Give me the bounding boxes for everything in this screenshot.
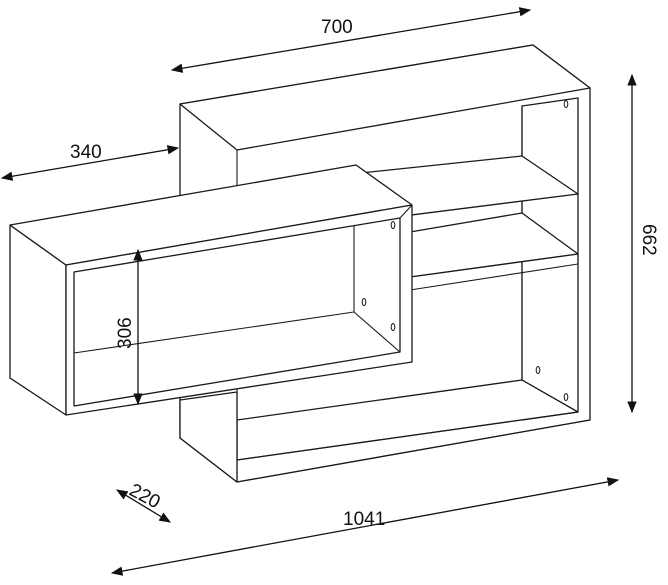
dim-line-1041 [110,477,620,576]
dim-label-700: 700 [321,17,353,38]
dim-label-662: 662 [638,224,659,256]
front-box-unit [9,164,413,416]
dim-label-1041: 1041 [343,509,385,530]
peg [563,393,569,401]
dim-label-306: 306 [115,317,136,349]
dim-line-700 [170,7,532,73]
dimension-lines [0,7,637,576]
peg [563,100,569,108]
dim-label-340: 340 [70,142,102,163]
dim-line-340 [0,145,180,181]
peg [390,221,396,229]
peg [390,323,396,331]
peg [535,366,541,374]
peg [361,298,367,306]
rear-unit-bottom-left-stub [179,391,238,483]
dim-label-220: 220 [126,480,164,513]
